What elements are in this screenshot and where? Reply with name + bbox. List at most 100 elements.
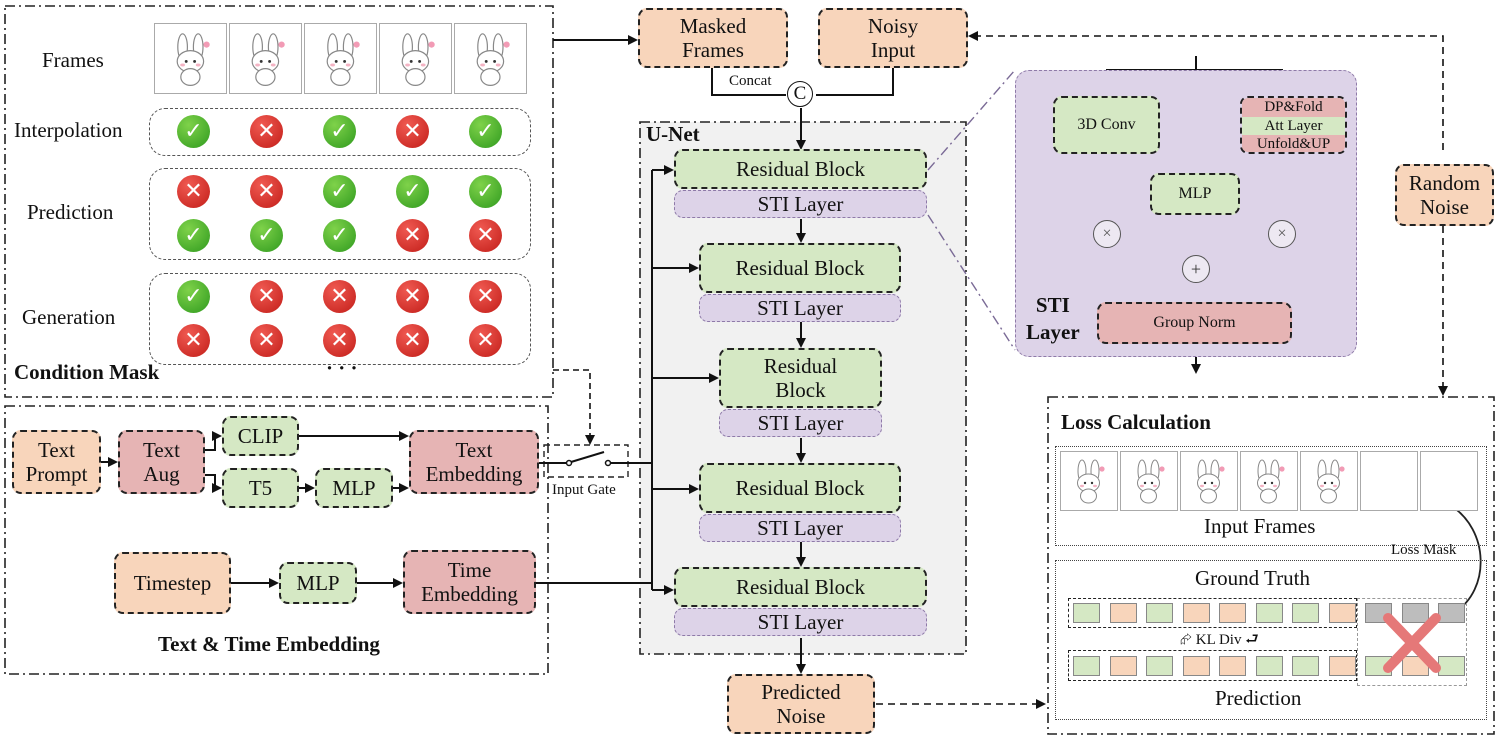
input-frames-label: Input Frames [1204, 514, 1316, 538]
condition-mask-panel-border [4, 5, 554, 398]
sti-layer-block: STI Layer [719, 409, 882, 437]
kl-div-text: KL Div [1195, 632, 1242, 648]
token-cell [1255, 656, 1283, 676]
masked-frames-box: Masked Frames [638, 8, 788, 68]
add-node: + [1182, 255, 1210, 283]
cross-icon: ✕ [250, 115, 283, 148]
attention-stack: DP&Fold Att Layer Unfold&UP [1240, 96, 1347, 154]
check-icon: ✓ [250, 219, 283, 252]
time-embedding-box: Time Embedding [403, 550, 536, 614]
frame-thumbnail [379, 23, 452, 94]
input-frames-group [1055, 446, 1487, 546]
input-frame-thumbnail [1120, 451, 1178, 511]
predicted-noise-box: Predicted Noise [727, 674, 875, 734]
cross-icon: ✕ [323, 280, 356, 313]
residual-block: Residual Block [674, 567, 927, 607]
masked-frame [1360, 451, 1418, 511]
cross-icon: ✕ [177, 175, 210, 208]
token-cell [1328, 603, 1356, 623]
frame-thumbnail [454, 23, 527, 94]
mask-row-group [149, 108, 531, 156]
ellipsis: · · · [326, 356, 358, 380]
random-noise-box: Random Noise [1395, 164, 1494, 226]
check-icon: ✓ [177, 280, 210, 313]
check-icon: ✓ [469, 115, 502, 148]
cross-icon: ✕ [177, 324, 210, 357]
bunny-illustration [1137, 459, 1165, 504]
cross-icon: ✕ [250, 175, 283, 208]
bunny-illustration [1317, 459, 1345, 504]
multiply-node-right: × [1268, 220, 1296, 248]
input-gate-label: Input Gate [552, 482, 616, 498]
token-cell [1109, 656, 1137, 676]
mask-row-group [149, 273, 531, 365]
token-cell [1073, 656, 1100, 676]
cross-icon: ✕ [396, 324, 429, 357]
cross-icon: ✕ [469, 219, 502, 252]
noisy-input-box: Noisy Input [818, 8, 968, 68]
mask-row-group [149, 168, 531, 260]
frame-thumbnail [304, 23, 377, 94]
bunny-illustration [251, 32, 285, 86]
residual-block: Residual Block [719, 348, 882, 408]
input-frame-thumbnail [1180, 451, 1238, 511]
bunny-illustration [176, 32, 210, 86]
bunny-illustration [1257, 459, 1285, 504]
prediction-label: Prediction [1215, 686, 1302, 710]
t5-box: T5 [222, 468, 299, 508]
input-frame-thumbnail [1240, 451, 1298, 511]
frame-thumbnail [229, 23, 302, 94]
check-icon: ✓ [323, 175, 356, 208]
frame-thumbnail [154, 23, 227, 94]
cross-icon: ✕ [250, 280, 283, 313]
bunny-illustration [1197, 459, 1225, 504]
att-layer-label: Att Layer [1242, 117, 1345, 135]
residual-block: Residual Block [699, 463, 901, 513]
ground-truth-label: Ground Truth [1195, 566, 1310, 590]
bunny-illustration [401, 32, 435, 86]
cross-icon: ✕ [323, 324, 356, 357]
check-icon: ✓ [323, 115, 356, 148]
condition-mask-title: Condition Mask [14, 360, 160, 384]
loss-title: Loss Calculation [1061, 410, 1211, 434]
cross-icon: ✕ [250, 324, 283, 357]
cross-icon: ✕ [396, 219, 429, 252]
embedding-title: Text & Time Embedding [158, 632, 380, 656]
masked-region [1357, 598, 1467, 686]
check-icon: ✓ [469, 175, 502, 208]
check-icon: ✓ [177, 219, 210, 252]
token-cell [1073, 603, 1100, 623]
token-cell [1182, 656, 1210, 676]
mlp-time-box: MLP [279, 562, 357, 604]
sti-mlp-box: MLP [1150, 173, 1240, 215]
token-cell [1255, 603, 1283, 623]
token-cell [1219, 656, 1246, 676]
token-cell [1292, 656, 1319, 676]
sti-layer-block: STI Layer [699, 514, 901, 542]
cross-icon: ✕ [396, 115, 429, 148]
input-frame-thumbnail [1060, 451, 1118, 511]
sti-layer-title: STI Layer [1026, 293, 1080, 345]
token-cell [1109, 603, 1137, 623]
comparison-group [1055, 560, 1487, 720]
sti-layer-block: STI Layer [699, 294, 901, 322]
check-icon: ✓ [396, 175, 429, 208]
check-icon: ✓ [323, 219, 356, 252]
cross-icon: ✕ [396, 280, 429, 313]
unet-title: U-Net [646, 122, 700, 146]
embedding-panel-border [4, 405, 549, 675]
loss-mask-label: Loss Mask [1391, 542, 1457, 558]
sti-layer-block: STI Layer [674, 608, 927, 636]
group-norm-box: Group Norm [1097, 302, 1292, 344]
token-cell [1292, 603, 1319, 623]
bunny-illustration [1077, 459, 1105, 504]
dp-fold-label: DP&Fold [1242, 98, 1345, 117]
token-cell [1146, 603, 1173, 623]
residual-block: Residual Block [699, 243, 901, 293]
sti-layer-block: STI Layer [674, 190, 927, 218]
bunny-illustration [326, 32, 360, 86]
cross-icon: ✕ [469, 324, 502, 357]
mask-row-label: Generation [22, 305, 116, 329]
token-cell [1219, 603, 1246, 623]
gt-bracket [1068, 598, 1357, 628]
